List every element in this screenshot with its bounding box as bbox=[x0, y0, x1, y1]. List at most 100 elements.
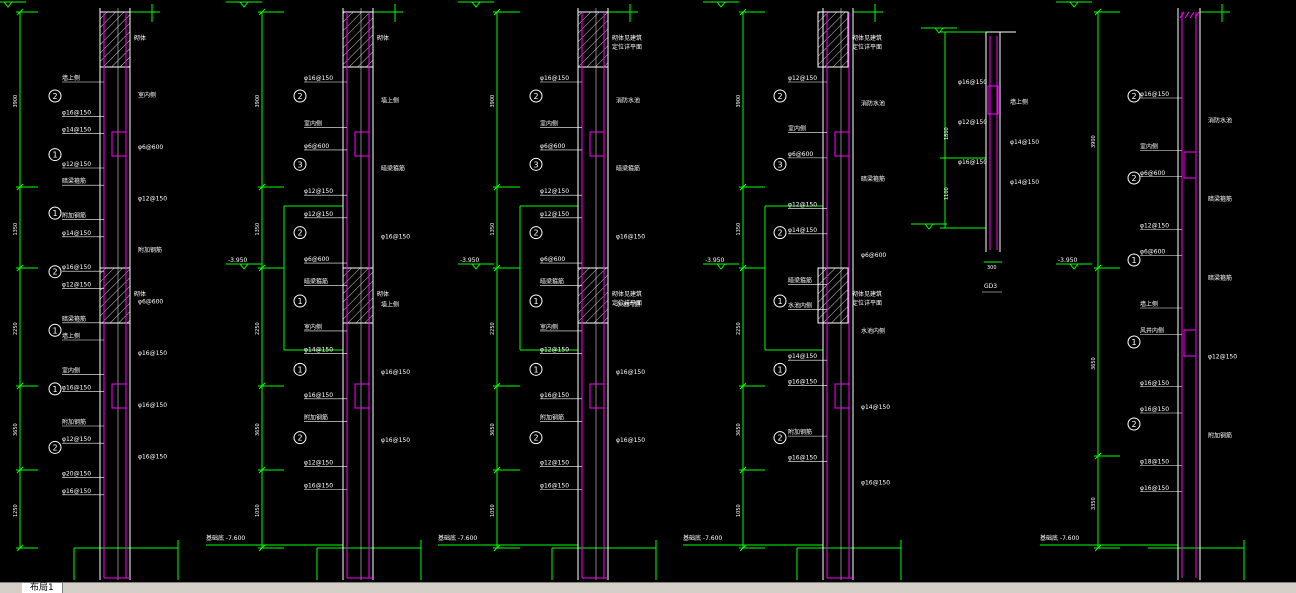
wall-1-label-23: φ20@150 bbox=[62, 471, 91, 478]
wall-6-label-9: 风井内侧 bbox=[1140, 326, 1164, 334]
wall-6-label-5: φ12@150 bbox=[1140, 222, 1169, 229]
wall-3-label-7: φ16@150 bbox=[616, 233, 645, 240]
wall-3-dim-tick-4 bbox=[493, 466, 501, 474]
wall-5-dim-1: 1100 bbox=[944, 187, 950, 200]
wall-1-marker-5-circle bbox=[48, 382, 62, 396]
wall-6-label-2: 室内侧 bbox=[1140, 143, 1158, 151]
wall-1-marker-4-circle bbox=[48, 323, 62, 337]
wall-6-dim-1: 3650 bbox=[1091, 357, 1097, 370]
wall-1-hatch-1 bbox=[99, 267, 131, 324]
wall-4-stirrup-1 bbox=[834, 383, 850, 409]
wall-2-label-14: φ16@150 bbox=[304, 392, 333, 399]
wall-5-stirrup bbox=[987, 85, 999, 115]
wall-2-label-9: 暗梁箍筋 bbox=[304, 278, 328, 286]
wall-3-label-2: 室内侧 bbox=[540, 119, 558, 127]
wall-1-dim-3: 3650 bbox=[13, 423, 19, 436]
wall-2-marker-5-number: 2 bbox=[298, 434, 303, 443]
wall-1-stirrup-0 bbox=[111, 131, 127, 157]
wall-4-stirrup-0 bbox=[834, 131, 850, 157]
wall-2-label-2: 室内侧 bbox=[304, 119, 322, 127]
wall-2-marker-2-number: 2 bbox=[298, 229, 303, 238]
wall-1-dim-2: 2250 bbox=[13, 322, 19, 335]
wall-1-marker-3-circle bbox=[48, 265, 62, 279]
wall-4-label-2: 室内侧 bbox=[788, 125, 806, 133]
wall-4-elev-foot: 基础底 -7.600 bbox=[683, 534, 722, 542]
wall-3-elev-foot: 基础底 -7.600 bbox=[438, 534, 477, 542]
wall-4-marker-2-number: 2 bbox=[778, 229, 783, 238]
wall-1-marker-6-circle bbox=[48, 440, 62, 454]
wall-1-dim-tick-5 bbox=[16, 544, 24, 552]
wall-3-marker-4-number: 1 bbox=[534, 365, 539, 374]
wall-3-marker-3-circle bbox=[529, 294, 543, 308]
wall-1-marker-1-number: 1 bbox=[53, 151, 58, 160]
wall-1-dim-1: 1350 bbox=[13, 223, 19, 236]
wall-3-marker-2-circle bbox=[529, 226, 543, 240]
wall-6-cap-hatch-2 bbox=[1189, 11, 1195, 19]
wall-3-elev-top-triangle bbox=[471, 1, 481, 8]
wall-3-marker-1-number: 3 bbox=[534, 160, 539, 169]
wall-4-elev-bottom-triangle bbox=[716, 263, 726, 270]
wall-3-dim-4: 1050 bbox=[490, 504, 496, 517]
wall-2-label-10: 墙上侧 bbox=[381, 300, 399, 308]
wall-6-label-7: 暗梁箍筋 bbox=[1208, 274, 1232, 282]
wall-1-marker-2-circle bbox=[48, 206, 62, 220]
wall-2-elev-top-text: -0.000 bbox=[228, 0, 248, 2]
wall-4-marker-4-number: 1 bbox=[778, 365, 783, 374]
wall-3-label-18: φ16@150 bbox=[540, 482, 569, 489]
wall-3-elev-bottom-text: -3.950 bbox=[460, 257, 480, 264]
wall-6-label-4: 暗梁箍筋 bbox=[1208, 195, 1232, 203]
wall-2-label-8: φ6@600 bbox=[304, 256, 329, 263]
wall-1-stirrup-1 bbox=[111, 383, 127, 409]
wall-1-dim-tick-3 bbox=[16, 382, 24, 390]
wall-4-label-6: φ14@150 bbox=[788, 227, 817, 234]
wall-1-label-10: 附加钢筋 bbox=[138, 246, 162, 254]
wall-2-marker-3-number: 1 bbox=[298, 297, 303, 306]
wall-6-elev-top-triangle bbox=[1069, 1, 1079, 8]
wall-1-label-15: 墙上侧 bbox=[62, 332, 80, 340]
wall-4-dim-1: 1350 bbox=[736, 223, 742, 236]
wall-1-label-22: φ16@150 bbox=[138, 453, 167, 460]
wall-3-hatch-label-0-1: 定位详平面 bbox=[612, 43, 642, 51]
wall-4-marker-5-number: 2 bbox=[778, 434, 783, 443]
wall-3-hatch-label-1-0: 砌体见建筑 bbox=[612, 290, 642, 298]
wall-2-elev-bottom-triangle bbox=[239, 263, 249, 270]
wall-1-dim-tick-4 bbox=[16, 466, 24, 474]
wall-1-elev-top-text: -0.000 bbox=[0, 0, 12, 2]
wall-6-label-12: φ16@150 bbox=[1140, 406, 1169, 413]
wall-1-label-7: φ12@150 bbox=[138, 195, 167, 202]
wall-4-hatch-label-0-1: 定位详平面 bbox=[852, 43, 882, 51]
wall-layer bbox=[99, 8, 1201, 580]
wall-4-label-1: 消防水池 bbox=[861, 99, 885, 107]
wall-6-dim-tick-3 bbox=[1094, 544, 1102, 552]
wall-6-marker-1-circle bbox=[1127, 171, 1141, 185]
wall-4-dim-3: 3650 bbox=[736, 423, 742, 436]
wall-2-elev-bottom-text: -3.950 bbox=[228, 257, 248, 264]
wall-2-hatch-label-1-0: 砌体 bbox=[377, 290, 389, 298]
wall-6-marker-0-number: 2 bbox=[1132, 92, 1137, 101]
wall-2-label-13: φ16@150 bbox=[381, 369, 410, 376]
wall-4-dim-tick-1 bbox=[739, 183, 747, 191]
wall-2-marker-1-circle bbox=[293, 157, 307, 171]
wall-6-cap-hatch-1 bbox=[1184, 11, 1190, 19]
wall-4-label-15: φ16@150 bbox=[788, 454, 817, 461]
wall-4-dim-tick-0 bbox=[739, 8, 747, 16]
wall-4-label-12: φ16@150 bbox=[788, 379, 817, 386]
wall-3-hatch-0 bbox=[577, 11, 609, 68]
wall-1-hatch-label-0-0: 砌体 bbox=[134, 34, 146, 42]
wall-6-marker-1-number: 2 bbox=[1132, 174, 1137, 183]
wall-3-marker-0-circle bbox=[529, 89, 543, 103]
wall-2-marker-5-circle bbox=[293, 431, 307, 445]
wall-3-label-14: φ16@150 bbox=[540, 392, 569, 399]
wall-2-stirrup-1 bbox=[354, 383, 370, 409]
wall-4-label-14: 附加钢筋 bbox=[788, 428, 812, 436]
wall-3-label-11: 室内侧 bbox=[540, 323, 558, 331]
wall-4-marker-1-number: 3 bbox=[778, 160, 783, 169]
wall-3-marker-1-circle bbox=[529, 157, 543, 171]
wall-3-hatch-label-0-0: 砌体见建筑 bbox=[612, 34, 642, 42]
annotation-layer: 砌体砌体39001350225036501250-0.000墙上侧室内侧φ16@… bbox=[0, 0, 1237, 542]
wall-1-label-0: 墙上侧 bbox=[62, 74, 80, 82]
wall-4-dim-tick-4 bbox=[739, 466, 747, 474]
wall-1-marker-0-circle bbox=[48, 89, 62, 103]
tab-layout-1[interactable]: 布局1 bbox=[22, 583, 63, 593]
